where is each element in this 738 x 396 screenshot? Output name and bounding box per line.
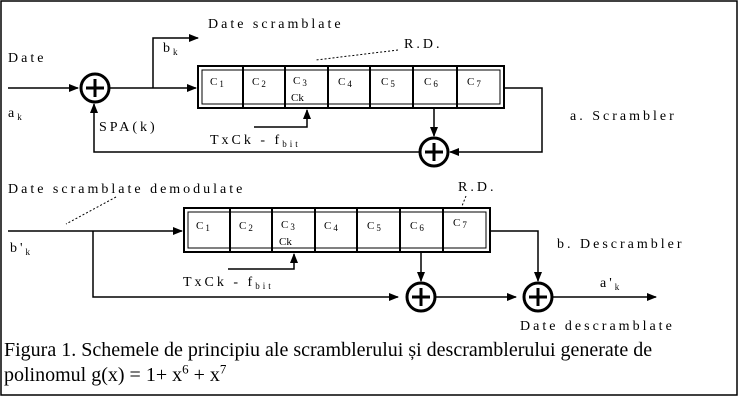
figure-caption-text: Figura 1. Schemele de principiu ale scra…	[4, 339, 653, 386]
descrambler-direct-path	[92, 231, 399, 301]
descrambler-register-label: R.D.	[458, 180, 496, 195]
scrambler-register	[197, 65, 505, 109]
descrambler-xor-2	[522, 281, 554, 313]
descrambler-clock-label: TxCk - fbit	[183, 275, 274, 291]
descrambler-input-label: Date scramblate demodulate	[8, 182, 245, 197]
descrambler-cell-3-clock-tag: Ck	[279, 236, 292, 248]
scrambler-register-leader	[315, 49, 399, 61]
descrambler-output-label: Date descramblate	[520, 319, 675, 334]
scrambler-feedback-line	[90, 103, 420, 153]
descrambler-input-symbol: b'k	[10, 241, 33, 257]
scrambler-input-label: Date	[8, 51, 46, 66]
scrambler-feedback-xor	[418, 136, 450, 168]
scrambler-output-branch	[152, 34, 199, 88]
figure-caption-exp-7: 7	[219, 361, 227, 377]
scrambler-clock-line	[254, 109, 311, 128]
scrambler-caption: a. Scrambler	[570, 109, 677, 124]
scrambler-input-symbol: ak	[8, 106, 25, 122]
descrambler-caption: b. Descrambler	[557, 237, 685, 252]
descrambler-input-leader	[65, 196, 117, 225]
descrambler-register	[183, 207, 491, 253]
figure-caption-exp-6: 6	[182, 361, 189, 377]
figure-caption: Figura 1. Schemele de principiu ale scra…	[4, 338, 734, 388]
descrambler-xor-1	[405, 281, 437, 313]
descrambler-register-leader	[461, 195, 467, 207]
scrambler-output-label: Date scramblate	[208, 17, 344, 32]
scrambler-register-label: R.D.	[404, 37, 442, 52]
descrambler-tap-c7	[490, 230, 542, 282]
figure-caption-mid: + x	[188, 364, 220, 386]
scrambler-adder	[79, 72, 111, 104]
scrambler-tap-c7	[449, 87, 543, 156]
descrambler-output-symbol: a'k	[600, 276, 622, 292]
descrambler-clock-line	[228, 253, 298, 270]
scrambler-cell-3-clock-tag: Ck	[291, 92, 304, 104]
scrambler-output-symbol: bk	[163, 41, 181, 57]
scrambler-sum-label: SPA(k)	[99, 120, 158, 135]
scrambler-clock-label: TxCk - fbit	[210, 133, 301, 149]
